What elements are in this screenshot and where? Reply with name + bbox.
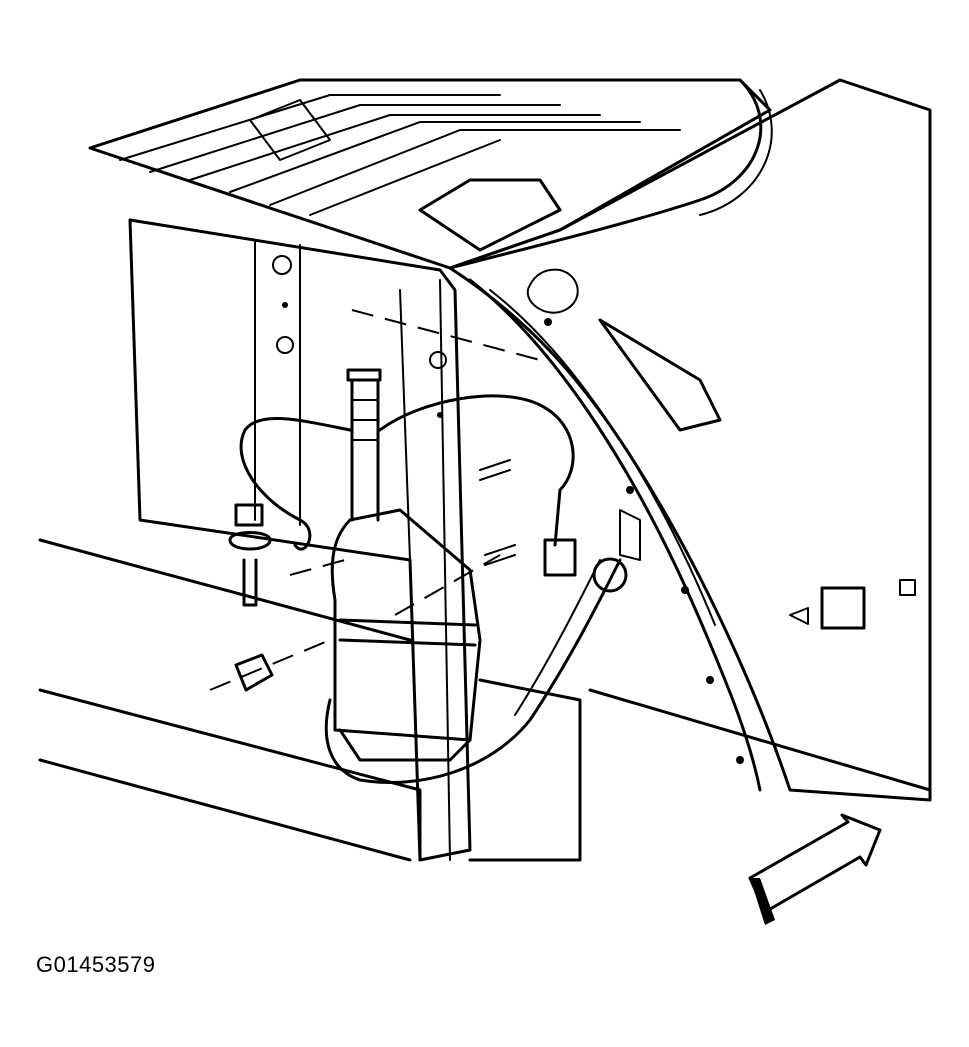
quarter-panel — [448, 78, 932, 802]
cargo-floor — [88, 78, 773, 270]
bolt-head — [234, 503, 264, 527]
upper-grommet — [526, 268, 579, 314]
direction-arrow — [748, 813, 882, 925]
studs — [479, 459, 516, 566]
reservoir-bottle — [330, 508, 482, 762]
figure-id-label: G01453579 — [36, 952, 156, 977]
grommet — [592, 557, 628, 593]
hardware — [209, 309, 541, 692]
wiring-harness — [239, 394, 641, 784]
washer — [228, 531, 272, 551]
filler-neck — [346, 368, 382, 522]
nut — [234, 653, 274, 692]
rear-pillar — [128, 218, 472, 862]
harness-connector — [543, 538, 577, 577]
lower-panel — [38, 538, 932, 862]
